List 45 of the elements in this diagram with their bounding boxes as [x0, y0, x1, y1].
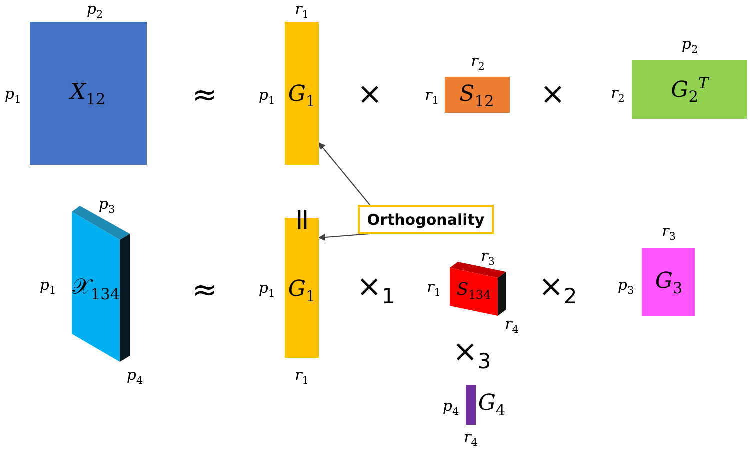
dimension-label: p$_{1}$ [4, 86, 22, 106]
dimension-label: r$_{2}$ [611, 86, 625, 104]
matrix-symbol: S$_{12}$ [460, 84, 494, 110]
matrix-block [445, 77, 510, 113]
matrix-symbol: 𝒳$_{134}$ [72, 277, 120, 303]
matrix-symbol: G$_{1}$ [288, 279, 316, 305]
operator-symbol: × [357, 80, 383, 110]
operator-symbol: = [287, 207, 317, 233]
matrix-block [285, 22, 319, 165]
dimension-label: p$_{3}$ [618, 278, 634, 296]
dimension-label: p$_{2}$ [682, 36, 698, 56]
operator-symbol: ×$_{1}$ [356, 272, 396, 308]
matrix-symbol: G$_{4}$ [478, 393, 506, 419]
dimension-label: r$_{1}$ [295, 2, 309, 20]
dimension-label: p$_{3}$ [98, 196, 116, 216]
matrix-symbol: G$_{1}$ [288, 84, 316, 110]
dimension-label: p$_{4}$ [126, 368, 144, 386]
dimension-label: r$_{1}$ [295, 368, 309, 386]
dimension-label: r$_{1}$ [425, 88, 439, 106]
matrix-symbol: G$_{3}$ [655, 271, 683, 297]
operator-symbol: ≈ [192, 276, 218, 306]
dimension-label: r$_{4}$ [464, 430, 478, 448]
arrow [318, 142, 370, 206]
matrix-block [632, 60, 747, 119]
dimension-label: r$_{4}$ [505, 316, 519, 336]
dimension-label: p$_{1}$ [258, 280, 276, 300]
dimension-label: p$_{2}$ [86, 2, 104, 20]
callout-box [358, 205, 494, 234]
operator-symbol: ×$_{3}$ [452, 338, 492, 372]
dimension-label: p$_{1}$ [40, 278, 56, 296]
callout-label: Orthogonality [367, 210, 485, 228]
matrix-symbol: S$_{134}$ [456, 282, 492, 302]
operator-symbol: ≈ [192, 81, 218, 111]
operator-symbol: × [540, 80, 566, 110]
dimension-label: p$_{1}$ [258, 88, 276, 106]
matrix-symbol: X$_{12}$ [70, 82, 106, 108]
matrix-block [642, 248, 695, 316]
dimension-label: r$_{3}$ [662, 224, 676, 242]
dimension-label: p$_{4}$ [442, 398, 460, 418]
dimension-label: r$_{2}$ [471, 54, 485, 72]
dimension-label: r$_{3}$ [481, 248, 495, 268]
matrix-block [30, 22, 147, 165]
arrow [318, 234, 370, 241]
dimension-label: r$_{1}$ [427, 280, 441, 298]
operator-symbol: ×$_{2}$ [538, 272, 578, 308]
